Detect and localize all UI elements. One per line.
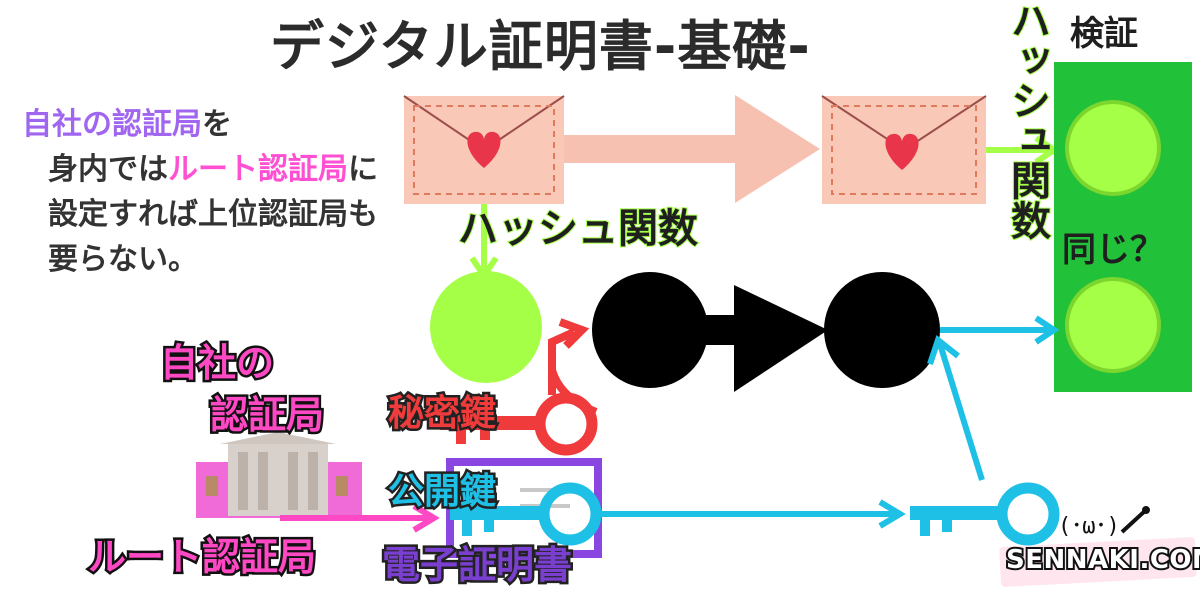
own-ca-highlight: 自社の認証局 [22, 107, 202, 142]
root-ca-label: ルート認証局 [85, 533, 318, 582]
site-name: SENNAKI.COM [1004, 543, 1200, 577]
public-key-arrow [598, 499, 906, 529]
public-key-icon [450, 482, 602, 546]
certificate-label: 電子証明書 [379, 541, 574, 590]
description-line-3: 設定すれば上位認証局も [48, 197, 378, 232]
envelope-icon [403, 95, 565, 204]
same-question-label: 同じ？ [1062, 230, 1164, 270]
pen-icon [1120, 506, 1150, 534]
page-title: デジタル証明書-基礎- [270, 15, 811, 78]
description-text-fragment: に [348, 152, 378, 187]
public-key-label: 公開鍵 [385, 469, 498, 515]
private-key-icon [440, 392, 598, 456]
face-emoticon: (･ω･) [1058, 514, 1120, 539]
hash-value-circle [430, 271, 542, 383]
decrypt-arrow [927, 315, 1060, 481]
own-ca-label: 自社の [157, 339, 276, 388]
message-transfer-arrow [560, 95, 820, 203]
signature-circle [824, 272, 940, 388]
private-key-label: 秘密鍵 [385, 391, 498, 437]
hash-function-label: ハッシュ関数 [457, 205, 699, 253]
description-line-2: 身内ではルート認証局に [22, 147, 378, 192]
hash-function-vertical-label: ハッシュ関数 [1003, 0, 1051, 241]
envelope-icon [821, 95, 987, 204]
verify-panel [1054, 62, 1192, 392]
description-line-1: 自社の認証局を [22, 102, 378, 147]
description-text: 自社の認証局を 身内ではルート認証局に 設定すれば上位認証局も 要らない。 [22, 102, 378, 282]
root-ca-highlight: ルート認証局 [168, 152, 348, 187]
certificate-authority-building-icon [196, 432, 362, 518]
signature-circle [592, 272, 708, 388]
signature-transfer-arrow [706, 285, 828, 392]
description-line-4: 要らない。 [48, 242, 198, 277]
own-ca-label: 認証局 [207, 391, 326, 440]
issue-arrow [280, 503, 440, 533]
description-text-fragment: を [202, 107, 232, 142]
verify-label: 検証 [1070, 14, 1138, 54]
description-text-fragment: 身内では [48, 152, 168, 187]
public-key-icon [910, 482, 1060, 546]
